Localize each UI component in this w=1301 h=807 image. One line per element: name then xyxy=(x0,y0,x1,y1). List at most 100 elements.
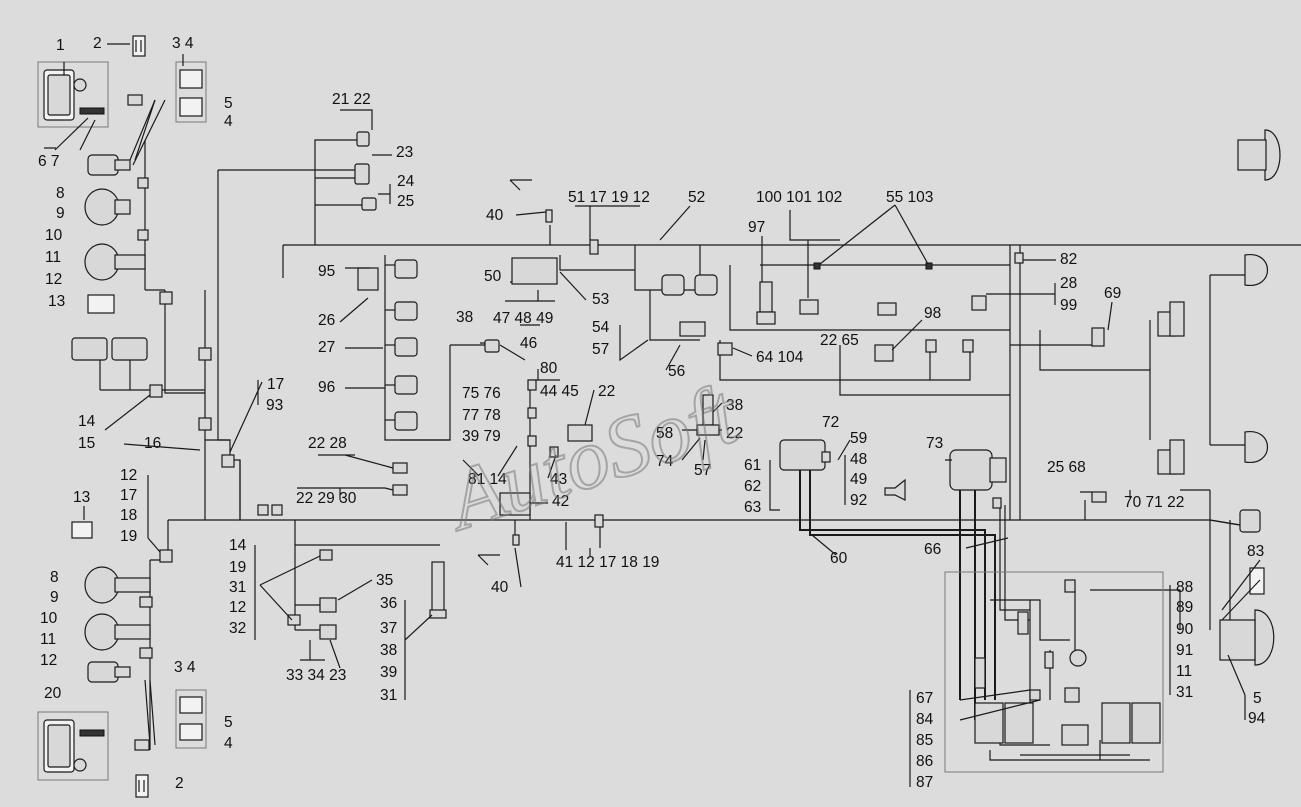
label-82: 82 xyxy=(1060,251,1077,268)
label-21-22: 21 22 xyxy=(332,91,371,108)
label-19-low: 19 xyxy=(120,528,137,545)
label-10-top: 10 xyxy=(45,227,63,244)
label-98: 98 xyxy=(924,305,941,322)
label-100-101-102: 100 101 102 xyxy=(756,189,842,206)
label-70-71-22: 70 71 22 xyxy=(1124,494,1184,511)
label-61: 61 xyxy=(744,457,761,474)
label-41-group: 41 12 17 18 19 xyxy=(556,554,659,571)
label-58: 58 xyxy=(656,425,673,442)
label-38-b: 38 xyxy=(726,397,743,414)
label-22-mid: 22 xyxy=(598,383,615,400)
label-11-r: 11 xyxy=(1176,663,1192,680)
label-64-104: 64 104 xyxy=(756,349,804,366)
label-15: 15 xyxy=(78,435,95,452)
label-51-17-19-12: 51 17 19 12 xyxy=(568,189,650,206)
label-46: 46 xyxy=(520,335,537,352)
upper-middle-components xyxy=(661,252,1024,436)
label-52: 52 xyxy=(688,189,705,206)
label-12-low-b: 12 xyxy=(40,652,57,669)
label-24: 24 xyxy=(397,173,415,190)
label-11-top: 11 xyxy=(45,249,61,266)
label-9-top: 9 xyxy=(56,205,65,222)
label-85: 85 xyxy=(916,732,933,749)
callout-labels: 1 2 3 4 5 4 6 7 8 9 10 11 12 13 14 15 16… xyxy=(38,35,1266,792)
label-19-grp: 19 xyxy=(229,559,246,576)
label-8-low: 8 xyxy=(50,569,59,586)
label-38-a: 38 xyxy=(456,309,473,326)
label-4-top: 4 xyxy=(224,113,233,130)
label-99: 99 xyxy=(1060,297,1077,314)
label-13-low: 13 xyxy=(73,489,90,506)
motors-14-15 xyxy=(71,337,235,468)
label-14-grp: 14 xyxy=(229,537,247,554)
label-22-28: 22 28 xyxy=(308,435,347,452)
label-48: 48 xyxy=(850,451,867,468)
label-63: 63 xyxy=(744,499,761,516)
label-32-grp: 32 xyxy=(229,620,246,637)
label-4-low: 4 xyxy=(224,735,233,752)
label-36: 36 xyxy=(380,595,397,612)
label-5-low: 5 xyxy=(224,714,233,731)
label-47-48-49: 47 48 49 xyxy=(493,310,553,327)
label-83: 83 xyxy=(1247,543,1264,560)
label-5-top: 5 xyxy=(224,95,233,112)
label-35: 35 xyxy=(376,572,393,589)
label-92: 92 xyxy=(850,492,867,509)
label-22-65: 22 65 xyxy=(820,332,859,349)
headlamp-top-group xyxy=(84,94,173,314)
label-37: 37 xyxy=(380,620,397,637)
label-74: 74 xyxy=(656,453,674,470)
label-88: 88 xyxy=(1176,579,1193,596)
label-6-7: 6 7 xyxy=(38,153,60,170)
label-20: 20 xyxy=(44,685,62,702)
label-87: 87 xyxy=(916,774,933,791)
connector-2-top xyxy=(132,35,146,57)
connector-2-low xyxy=(135,774,149,798)
label-77-78: 77 78 xyxy=(462,407,501,424)
label-27: 27 xyxy=(318,339,335,356)
battery-box xyxy=(944,571,1164,773)
label-66: 66 xyxy=(924,541,941,558)
label-89: 89 xyxy=(1176,599,1193,616)
label-97: 97 xyxy=(748,219,765,236)
label-44-45: 44 45 xyxy=(540,383,579,400)
label-25-top: 25 xyxy=(397,193,414,210)
label-40-low: 40 xyxy=(491,579,509,596)
label-1: 1 xyxy=(56,37,65,54)
label-2-top: 2 xyxy=(93,35,102,52)
label-50: 50 xyxy=(484,268,502,285)
label-43: 43 xyxy=(550,471,567,488)
instrument-panel-top xyxy=(37,61,109,128)
label-39-79: 39 79 xyxy=(462,428,501,445)
label-11-low: 11 xyxy=(40,631,56,648)
label-56: 56 xyxy=(668,363,685,380)
label-22-c: 22 xyxy=(726,425,743,442)
label-42: 42 xyxy=(552,493,569,510)
label-10-low: 10 xyxy=(40,610,58,627)
label-16: 16 xyxy=(144,435,161,452)
instrument-panel-low xyxy=(37,711,109,781)
headlamp-low-group xyxy=(71,521,173,751)
label-13-top: 13 xyxy=(48,293,65,310)
label-96: 96 xyxy=(318,379,335,396)
label-67: 67 xyxy=(916,690,933,707)
label-40-top: 40 xyxy=(486,207,504,224)
label-23-top: 23 xyxy=(396,144,413,161)
label-62: 62 xyxy=(744,478,761,495)
label-94: 94 xyxy=(1248,710,1266,727)
label-80: 80 xyxy=(540,360,558,377)
label-38-grp: 38 xyxy=(380,642,397,659)
label-22-29-30: 22 29 30 xyxy=(296,490,357,507)
label-69: 69 xyxy=(1104,285,1121,302)
right-side-components xyxy=(1091,129,1281,666)
label-91: 91 xyxy=(1176,642,1193,659)
label-17-low: 17 xyxy=(120,487,137,504)
label-54: 54 xyxy=(592,319,610,336)
relay-block xyxy=(357,259,418,431)
label-17: 17 xyxy=(267,376,284,393)
label-84: 84 xyxy=(916,711,934,728)
label-9-low: 9 xyxy=(50,589,59,606)
label-14: 14 xyxy=(78,413,96,430)
sensors-21-25 xyxy=(354,131,377,211)
label-12-top: 12 xyxy=(45,271,62,288)
